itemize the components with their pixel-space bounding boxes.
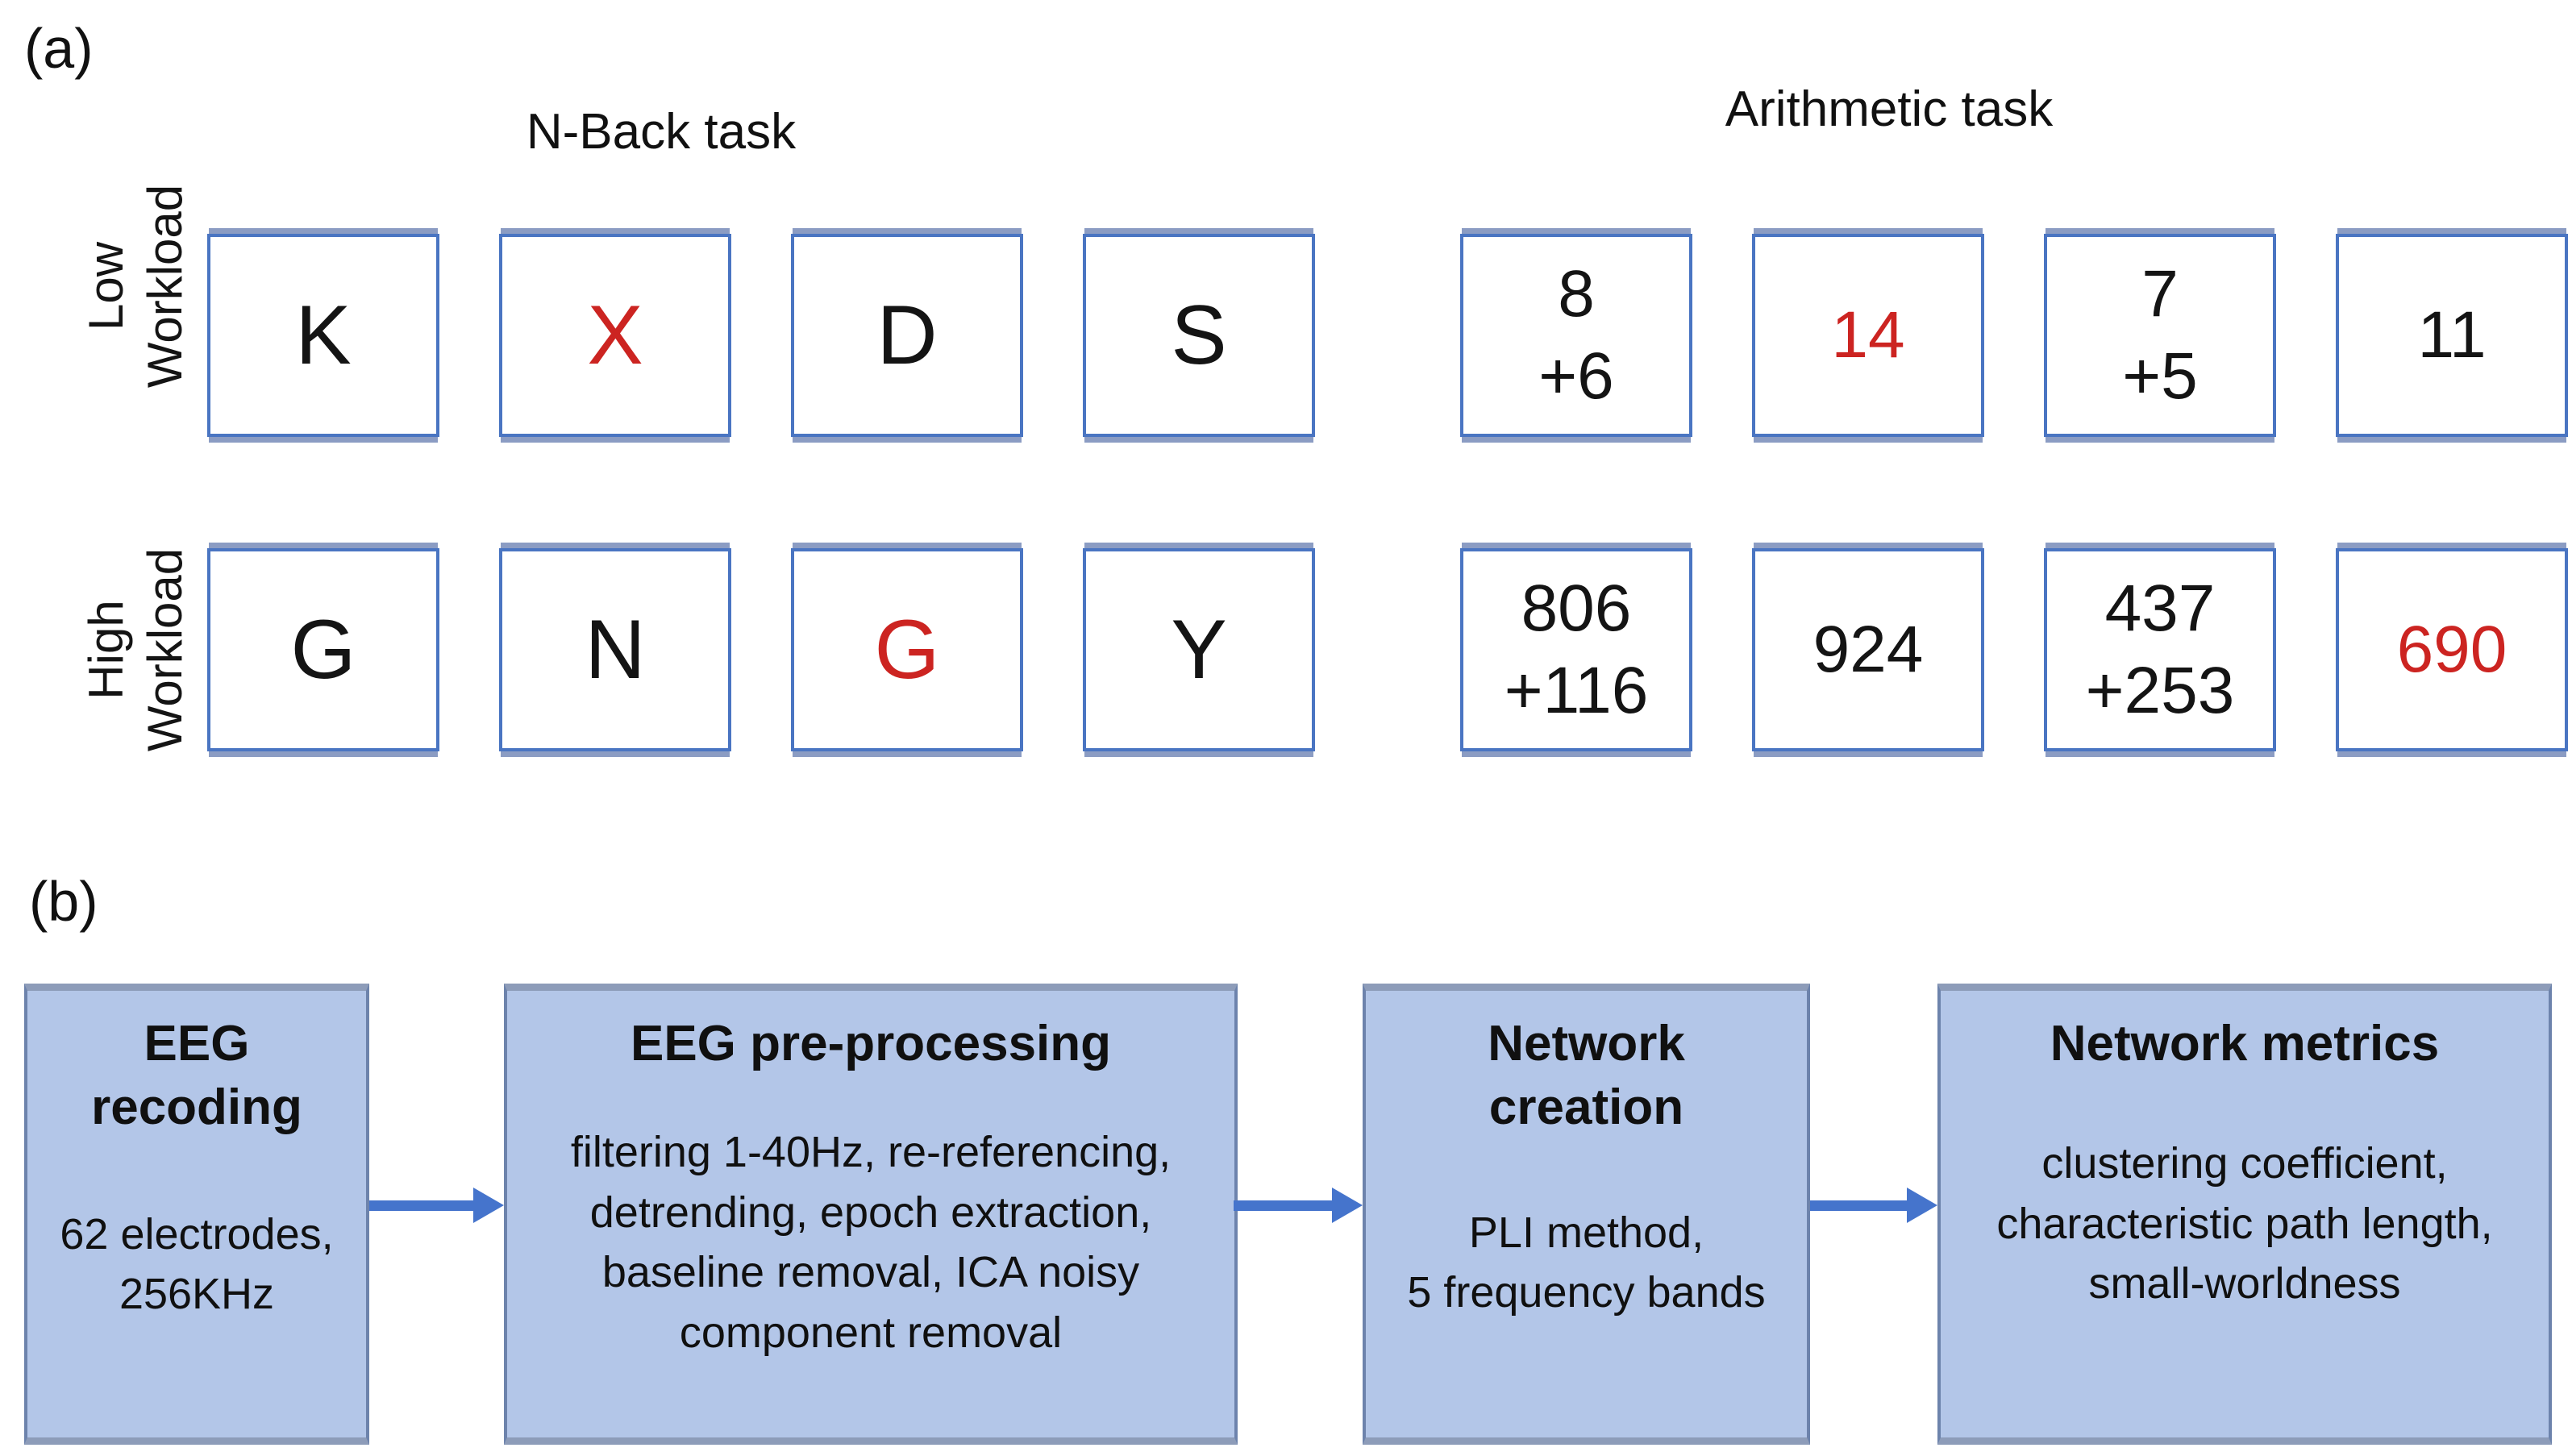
- flow-arrow-1-head-icon: [473, 1188, 504, 1223]
- row-label-high-workload: High Workload: [79, 547, 193, 752]
- nback-stimulus-high-4: Y: [1083, 548, 1315, 751]
- flow-box-eeg-recording: EEG recoding 62 electrodes, 256KHz: [24, 984, 369, 1445]
- arithmetic-stimulus-high-4: 690: [2336, 548, 2568, 751]
- arithmetic-stimulus-low-4: 11: [2336, 234, 2568, 437]
- flow-box-eeg-recording-title: EEG recoding: [91, 1016, 302, 1136]
- flow-box-network-creation-title: Network creation: [1488, 1016, 1685, 1136]
- flow-box-network-metrics-title: Network metrics: [2050, 1016, 2440, 1071]
- nback-stimulus-low-2: X: [499, 234, 731, 437]
- nback-stimulus-low-3: D: [791, 234, 1023, 437]
- row-label-low-workload: Low Workload: [79, 184, 193, 389]
- nback-stimulus-high-1: G: [207, 548, 439, 751]
- arithmetic-stimulus-high-1: 806 +116: [1460, 548, 1692, 751]
- nback-task-title: N-Back task: [526, 104, 797, 160]
- arithmetic-stimulus-high-3: 437 +253: [2044, 548, 2276, 751]
- nback-stimulus-high-2: N: [499, 548, 731, 751]
- flow-arrow-2-line: [1234, 1200, 1332, 1211]
- panel-a-label: (a): [24, 17, 94, 80]
- nback-stimulus-high-3: G: [791, 548, 1023, 751]
- flow-arrow-3-head-icon: [1907, 1188, 1937, 1223]
- flow-box-network-metrics-body: clustering coefficient, characteristic p…: [1996, 1139, 2493, 1308]
- flow-box-network-metrics: Network metrics clustering coefficient, …: [1937, 984, 2552, 1445]
- flow-arrow-2-head-icon: [1332, 1188, 1363, 1223]
- flow-arrow-3-line: [1810, 1200, 1907, 1211]
- arithmetic-stimulus-low-1: 8 +6: [1460, 234, 1692, 437]
- flow-box-eeg-preprocessing-title: EEG pre-processing: [630, 1016, 1112, 1071]
- flow-box-eeg-preprocessing: EEG pre-processing filtering 1-40Hz, re-…: [504, 984, 1238, 1445]
- flow-arrow-2: [1234, 1188, 1363, 1223]
- panel-b-label: (b): [29, 870, 98, 933]
- nback-stimulus-low-1: K: [207, 234, 439, 437]
- flow-arrow-1: [369, 1188, 504, 1223]
- flow-box-eeg-recording-body: 62 electrodes, 256KHz: [60, 1209, 334, 1319]
- arithmetic-stimulus-low-2: 14: [1752, 234, 1984, 437]
- flow-box-network-creation: Network creation PLI method, 5 frequency…: [1363, 984, 1810, 1445]
- arithmetic-stimulus-low-3: 7 +5: [2044, 234, 2276, 437]
- flow-arrow-1-line: [369, 1200, 473, 1211]
- arithmetic-stimulus-high-2: 924: [1752, 548, 1984, 751]
- arithmetic-task-title: Arithmetic task: [1725, 81, 2054, 137]
- flow-arrow-3: [1810, 1188, 1937, 1223]
- nback-stimulus-low-4: S: [1083, 234, 1315, 437]
- flow-box-network-creation-body: PLI method, 5 frequency bands: [1407, 1208, 1766, 1317]
- flow-box-eeg-preprocessing-body: filtering 1-40Hz, re-referencing, detren…: [570, 1128, 1172, 1357]
